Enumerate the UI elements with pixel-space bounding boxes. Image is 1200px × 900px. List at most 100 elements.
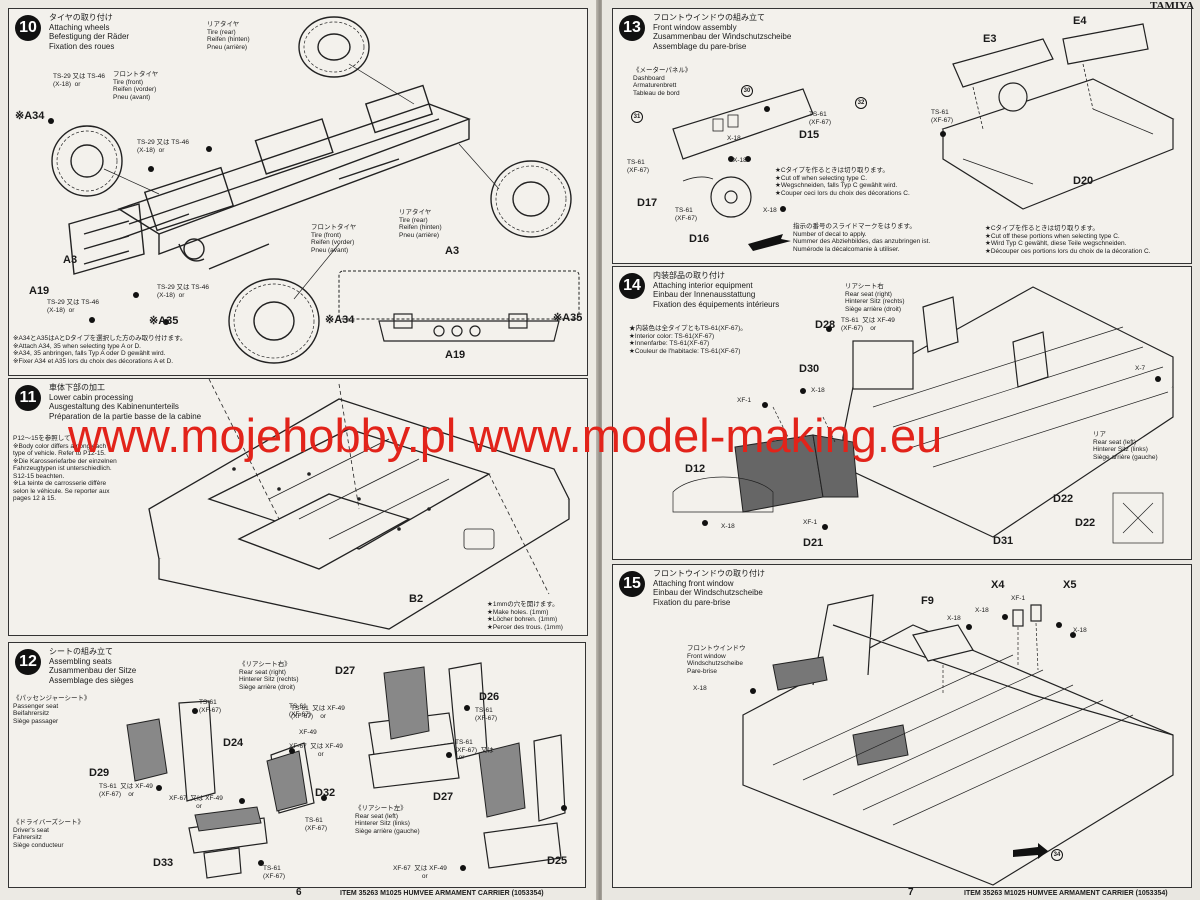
paint-callout: TS-61 (XF-67) [263, 865, 286, 880]
paint-callout: X-18 [1073, 627, 1087, 634]
step-13-number: 13 [619, 15, 645, 41]
paint-callout: XF-49 [299, 729, 317, 736]
paint-callout: TS-61 (XF-67) [809, 111, 832, 126]
part-label: D15 [799, 129, 820, 141]
paint-callout: XF-1 [1011, 595, 1026, 602]
front-tire-label-2: フロントタイヤ Tire (front) Reifen (vorder) Pne… [311, 224, 357, 254]
part-label: D21 [803, 537, 824, 549]
inset-a19-label: A19 [445, 349, 466, 361]
part-a19-label: A19 [29, 285, 50, 297]
lower-cabin-drawing [148, 379, 570, 630]
step-10-title: タイヤの取り付け Attaching wheels Befestigung de… [49, 13, 130, 51]
part-label: D29 [89, 767, 110, 779]
paint-callout: XF-67 又は XF-49 or [393, 865, 447, 880]
part-label: D26 [479, 691, 500, 703]
paint-callout: X-18 [947, 615, 961, 622]
interior-color-note: ★内装色は全タイプともTS-61(XF-67)。 ★Interior color… [629, 325, 747, 355]
book-spine [596, 0, 604, 900]
part-label: D17 [637, 197, 658, 209]
step-14-title: 内装部品の取り付け Attaching interior equipment E… [653, 271, 780, 309]
decal-note: 指示の番号のスライドマークをはります。 Number of decal to a… [793, 223, 931, 253]
step-12-number: 12 [15, 649, 41, 675]
step-15-panel: 15 フロントウインドウの取り付け Attaching front window… [612, 564, 1192, 888]
step-15-title: フロントウインドウの取り付け Attaching front window Ei… [653, 569, 765, 607]
watermark-text: www.mojehobby.pl www.model-making.eu [68, 409, 943, 462]
interior-equipment-drawing [672, 286, 1174, 544]
step-11-note: P12～15を参照して ※Body color differs among ea… [13, 435, 117, 502]
right-footer: ITEM 35263 M1025 HUMVEE ARMAMENT CARRIER… [964, 890, 1168, 897]
part-label: X5 [1063, 579, 1077, 591]
inset-a34-label: ※A34 [325, 314, 355, 326]
step-12-panel: 12 シートの組み立て Assembling seats Zusammenbau… [8, 642, 586, 888]
step-10-panel: 10 タイヤの取り付け Attaching wheels Befestigung… [8, 8, 588, 376]
paint-callout: X-18 [733, 157, 747, 164]
rear-tire-label: リアタイヤ Tire (rear) Reifen (hinten) Pneu (… [207, 21, 250, 51]
step-12-title: シートの組み立て Assembling seats Zusammenbau de… [49, 647, 137, 685]
part-label: D28 [815, 319, 836, 331]
rear-seat-left-label: リア Rear seat (left) Hinterer Sitz (links… [1093, 431, 1158, 461]
paint-callout: XF-1 [803, 519, 818, 526]
step-14-panel: 14 内装部品の取り付け Attaching interior equipmen… [612, 266, 1192, 560]
front-window-assembly-drawing [672, 23, 1175, 251]
rear-seat-right-label: リアシート右 Rear seat (right) Hinterer Sitz (… [845, 283, 905, 313]
left-page: 10 タイヤの取り付け Attaching wheels Befestigung… [0, 0, 598, 900]
part-label: D16 [689, 233, 710, 245]
step-10-number: 10 [15, 15, 41, 41]
decal-number: 34 [1051, 849, 1063, 861]
step-15-number: 15 [619, 571, 645, 597]
seats-drawing [126, 662, 567, 879]
right-page: TAMIYA 13 フロントウインドウの組み立て Front window as… [602, 0, 1200, 900]
paint-callout: TS-29 又は TS-46 (X-18) or [53, 73, 106, 88]
part-label: F9 [921, 595, 934, 607]
step-11-title: 車体下部の加工 Lower cabin processing Ausgestal… [49, 383, 202, 421]
decal-number: 32 [855, 97, 867, 109]
driver-seat-label: 《ドライバーズシート》 Driver's seat Fahrersitz Siè… [13, 819, 85, 849]
part-label: E4 [1073, 15, 1087, 27]
step-11-panel: 11 車体下部の加工 Lower cabin processing Ausges… [8, 378, 588, 636]
part-label: D30 [799, 363, 820, 375]
part-label: D33 [153, 857, 174, 869]
dashboard-label: 《メーターパネル》 Dashboard Armaturenbrett Table… [633, 67, 692, 97]
rear-seat-left-label: 《リアシート左》 Rear seat (left) Hinterer Sitz … [355, 805, 420, 835]
part-label: D27 [433, 791, 454, 803]
part-a34-label: ※A34 [15, 110, 45, 122]
paint-callout: TS-29 又は TS-46 (X-18) or [137, 139, 190, 154]
part-label: D31 [993, 535, 1014, 547]
part-label: D22 [1075, 517, 1096, 529]
part-b2-label: B2 [409, 593, 424, 605]
part-a35-label: ※A35 [149, 315, 179, 327]
part-label: X4 [991, 579, 1005, 591]
part-label: D22 [1053, 493, 1074, 505]
paint-callout: TS-61 (XF-67) [627, 159, 650, 174]
paint-callout: TS-61 又は XF-49 (XF-67) or [841, 317, 895, 332]
paint-callout: TS-61 (XF-67) [931, 109, 954, 124]
inset-a3-label: A3 [445, 245, 460, 257]
step-14-number: 14 [619, 273, 645, 299]
rear-seat-right-label: 《リアシート右》 Rear seat (right) Hinterer Sitz… [239, 661, 299, 691]
rear-tire-label-2: リアタイヤ Tire (rear) Reifen (hinten) Pneu (… [399, 209, 442, 239]
left-footer: ITEM 35263 M1025 HUMVEE ARMAMENT CARRIER… [340, 890, 544, 897]
paint-callout: TS-61 (XF-67) 又は or [455, 739, 494, 761]
step-11-number: 11 [15, 385, 41, 411]
paint-callout: X-18 [763, 207, 777, 214]
part-a3-label: A3 [63, 254, 78, 266]
paint-callout: TS-61 又は XF-49 (XF-67) or [99, 783, 153, 798]
part-label: D25 [547, 855, 568, 867]
paint-callout: XF-1 [737, 397, 752, 404]
paint-callout: X-18 [811, 387, 825, 394]
paint-callout: X-18 [721, 523, 735, 530]
part-label: D27 [335, 665, 356, 677]
paint-callout: TS-29 又は TS-46 (X-18) or [157, 284, 210, 299]
passenger-seat-label: 《パッセンジャーシート》 Passenger seat Beifahrersit… [13, 695, 91, 725]
step-13-panel: 13 フロントウインドウの組み立て Front window assembly … [612, 8, 1192, 264]
drill-holes-note: ★1mmの穴を開けます。 ★Make holes. (1mm) ★Löcher … [487, 601, 563, 631]
paint-callout: XF-67 又は XF-49 or [169, 795, 223, 810]
paint-callout: TS-61 又は XF-49 (XF-67) or [291, 705, 345, 720]
step-13-title: フロントウインドウの組み立て Front window assembly Zus… [653, 13, 792, 51]
part-label: D12 [685, 463, 706, 475]
paint-callout: X-7 [1135, 365, 1146, 372]
decal-number: 30 [741, 85, 753, 97]
front-window-label: フロントウインドウ Front window Windschutzscheibe… [687, 645, 746, 675]
left-page-number: 6 [296, 887, 302, 898]
paint-callout: TS-61 (XF-67) [289, 703, 312, 718]
